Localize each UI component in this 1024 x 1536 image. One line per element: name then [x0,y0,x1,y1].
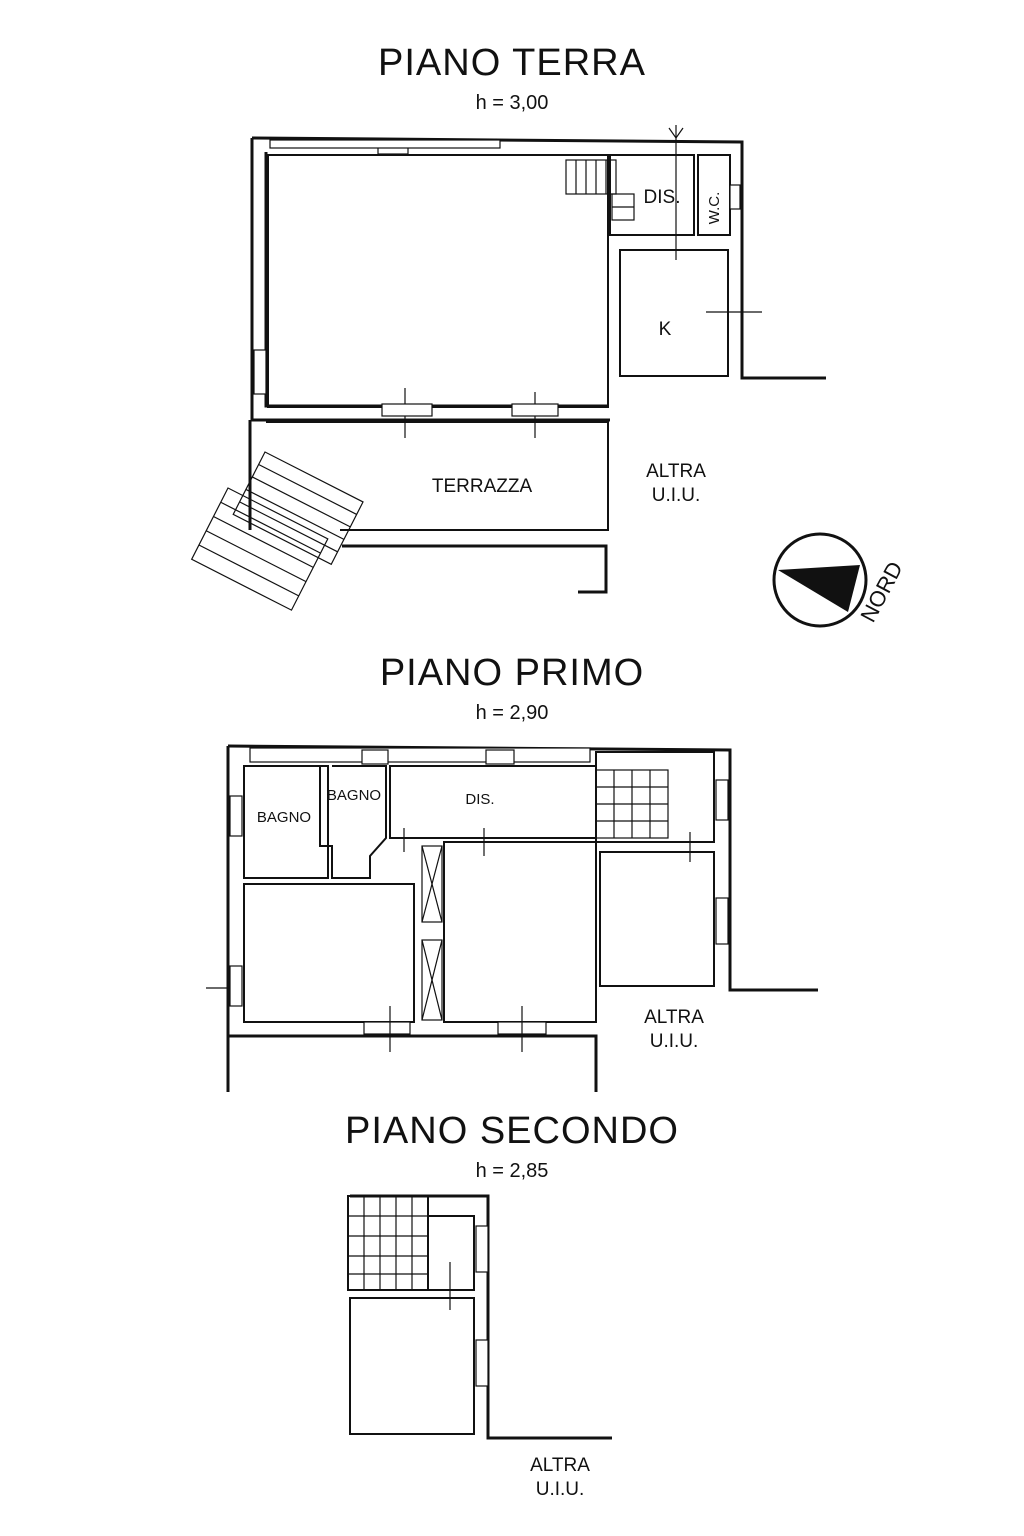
other-unit-line2: U.I.U. [535,1479,585,1500]
other-unit-label-second: ALTRA U.I.U. [510,1454,610,1502]
ground-floor-title: PIANO TERRA [378,42,646,84]
room-label-kitchen: K [658,319,672,340]
first-floor-height: h = 2,90 [475,702,549,724]
first-floor-title: PIANO PRIMO [379,652,645,694]
other-unit-line2: U.I.U. [651,485,701,506]
other-unit-label-ground: ALTRA U.I.U. [626,460,726,508]
first-floor-plan [206,744,818,1092]
ground-floor-height: h = 3,00 [475,92,549,114]
second-floor-height: h = 2,85 [475,1160,549,1182]
room-label-dis-first: DIS. [465,791,495,808]
ground-floor-plan [190,125,826,611]
other-unit-line1: ALTRA [530,1455,590,1476]
other-unit-label-first: ALTRA U.I.U. [624,1006,724,1054]
second-floor-title: PIANO SECONDO [345,1110,679,1152]
room-label-terrazza: TERRAZZA [431,476,533,497]
other-unit-line1: ALTRA [646,461,706,482]
north-arrow-icon [772,532,868,628]
other-unit-line2: U.I.U. [649,1031,699,1052]
second-floor-plan [347,1194,612,1440]
room-label-bagno-1: BAGNO [256,809,312,826]
room-label-bagno-2: BAGNO [326,787,382,804]
room-label-dis-ground: DIS. [643,187,681,208]
other-unit-line1: ALTRA [644,1007,704,1028]
room-label-wc: W.C. [706,191,723,225]
